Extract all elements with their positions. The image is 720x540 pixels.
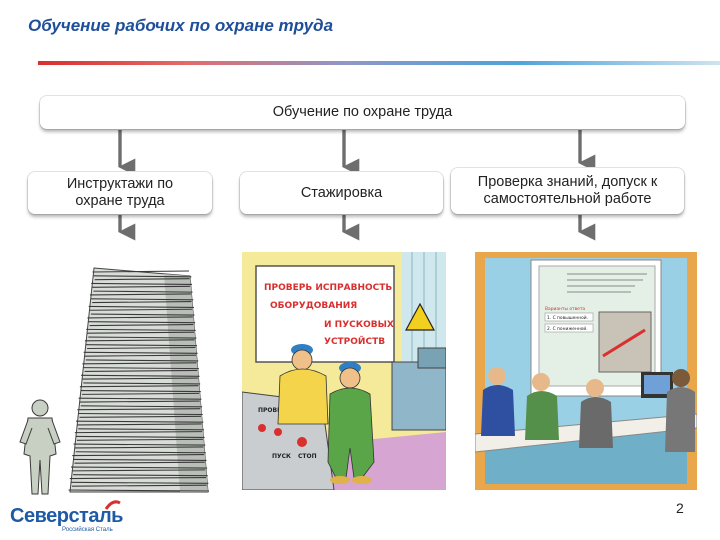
paper-sheet-line bbox=[87, 346, 196, 350]
paper-sheet-line bbox=[75, 451, 206, 454]
paper-sheet-line bbox=[87, 316, 193, 319]
slide-title: Обучение рабочих по охране труда bbox=[28, 16, 334, 35]
exam-options-title: Варианты ответа bbox=[545, 306, 585, 312]
title-divider bbox=[38, 61, 720, 65]
man-figure bbox=[19, 399, 61, 495]
logo-name: Северсталь bbox=[10, 505, 123, 527]
paper-sheet-line bbox=[78, 428, 204, 431]
paper-sheet-line bbox=[76, 420, 204, 423]
paper-sheet-line bbox=[81, 374, 200, 377]
paper-sheet-line bbox=[71, 466, 208, 469]
paper-sheet-line bbox=[79, 400, 200, 403]
paper-sheet-line bbox=[73, 443, 206, 446]
branch-node-label: Проверка знаний, допуск к самостоятельно… bbox=[477, 174, 658, 207]
panel-label-start: ПУСК bbox=[272, 453, 291, 460]
paper-sheet-line bbox=[92, 301, 192, 304]
paper-sheet-line bbox=[79, 415, 202, 418]
logo-subtitle: Российская Сталь bbox=[62, 527, 113, 533]
paper-sheet-line bbox=[83, 382, 201, 385]
paper-sheet-line bbox=[82, 377, 198, 380]
panel-label-check: ПРОВЕРКА bbox=[258, 407, 295, 414]
paper-sheet-line bbox=[72, 469, 206, 472]
paper-sheet-line bbox=[74, 461, 205, 464]
paper-sheet-line bbox=[92, 270, 190, 273]
paper-sheet-line bbox=[91, 282, 192, 286]
paper-sheet-line bbox=[92, 285, 191, 288]
paper-sheet-line bbox=[82, 392, 200, 395]
paper-sheet-line bbox=[80, 405, 203, 408]
paper-sheet-line bbox=[91, 298, 194, 301]
paper-sheet-line bbox=[84, 354, 196, 357]
paper-sheet-line bbox=[68, 489, 210, 492]
exam-option-1: 1. С повышенной. bbox=[547, 314, 588, 321]
paper-sheet-line bbox=[90, 313, 195, 316]
paper-sheet-line bbox=[93, 275, 192, 278]
paper-stack-illustration bbox=[14, 248, 224, 510]
paper-sheet-line bbox=[75, 435, 205, 439]
sign-line-3: И ПУСКОВЫХ bbox=[324, 320, 394, 330]
paper-sheet-line bbox=[94, 278, 190, 281]
paper-sheet-line bbox=[69, 476, 207, 480]
branch-node-label: Стажировка bbox=[300, 184, 383, 201]
paper-sheet-line bbox=[70, 481, 209, 484]
branch-node-internship: Стажировка bbox=[240, 172, 443, 214]
root-node-label: Обучение по охране труда bbox=[272, 104, 453, 120]
paper-sheet-line bbox=[77, 423, 202, 426]
paper-sheet-line bbox=[78, 412, 203, 416]
paper-sheet-line bbox=[83, 351, 198, 354]
paper-sheet-line bbox=[88, 305, 194, 308]
branch-node-instructions: Инструктажи по охране труда bbox=[28, 172, 212, 214]
page-number: 2 bbox=[676, 500, 684, 516]
paper-sheet-line bbox=[89, 308, 193, 311]
hazard-sign-icon bbox=[404, 302, 436, 331]
paper-sheet-line bbox=[73, 474, 208, 477]
paper-sheet-line bbox=[86, 328, 196, 331]
branch-node-exam: Проверка знаний, допуск к самостоятельно… bbox=[451, 168, 684, 214]
paper-sheet-line bbox=[77, 408, 201, 411]
paper-sheet-line bbox=[88, 321, 196, 324]
paper-sheet-line bbox=[84, 339, 195, 342]
sign-line-1: ПРОВЕРЬ ИСПРАВНОСТЬ bbox=[264, 283, 392, 293]
sign-line-4: УСТРОЙСТВ bbox=[324, 335, 385, 347]
knowledge-check-illustration: Варианты ответа 1. С повышенной. 2. С по… bbox=[475, 252, 697, 490]
paper-sheet-line bbox=[71, 484, 207, 487]
paper-sheet-line bbox=[88, 336, 197, 339]
internship-illustration: ПРОВЕРЬ ИСПРАВНОСТЬ ОБОРУДОВАНИЯ И ПУСКО… bbox=[242, 252, 446, 490]
exam-option-2: 2. С пониженной. bbox=[547, 325, 588, 332]
paper-sheet-line bbox=[76, 438, 203, 441]
paper-sheet-line bbox=[80, 390, 201, 393]
company-logo: Северсталь Российская Сталь bbox=[10, 500, 123, 537]
paper-sheet-line bbox=[73, 458, 207, 461]
sign-line-2: ОБОРУДОВАНИЯ bbox=[270, 301, 357, 311]
paper-sheet-line bbox=[85, 344, 198, 347]
paper-sheet-line bbox=[82, 362, 197, 365]
paper-sheet-line bbox=[74, 431, 203, 434]
branch-node-label: Инструктажи по охране труда bbox=[66, 176, 174, 209]
logo-mark-icon bbox=[104, 500, 121, 510]
paper-sheet-line bbox=[89, 293, 191, 296]
paper-sheet-line bbox=[84, 369, 198, 372]
paper-sheet-line bbox=[74, 446, 204, 449]
paper-sheet-line bbox=[78, 397, 202, 400]
paper-sheet-line bbox=[93, 290, 193, 293]
paper-sheet-line bbox=[85, 359, 199, 362]
paper-sheet-line bbox=[72, 454, 205, 457]
paper-sheet-line bbox=[87, 331, 195, 334]
paper-sheet-line bbox=[79, 385, 199, 388]
root-node: Обучение по охране труда bbox=[40, 96, 685, 129]
paper-sheet-line bbox=[83, 367, 199, 370]
panel-label-stop: СТОП bbox=[298, 453, 317, 460]
paper-sheet-line bbox=[89, 323, 194, 327]
